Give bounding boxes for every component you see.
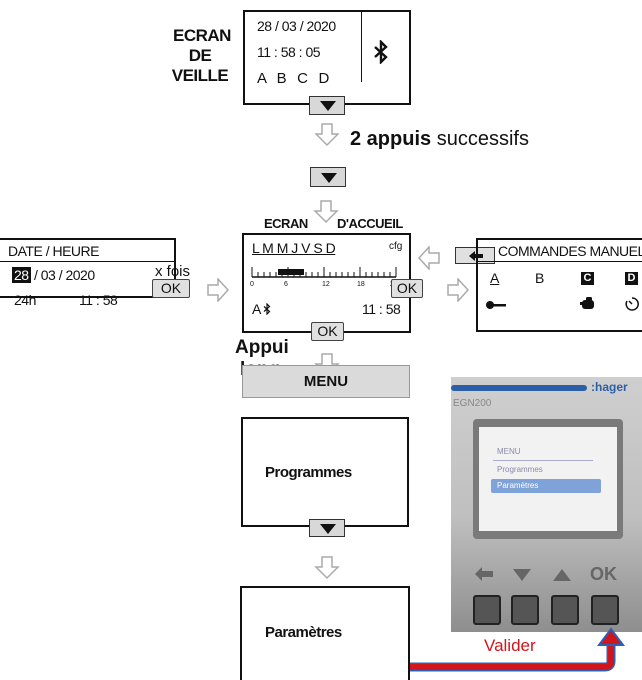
- date-time-screen: DATE / HEURE 28 / 03 / 2020 24h 11 : 58: [0, 238, 176, 308]
- timer-icon: [625, 297, 639, 311]
- device-brand-stripe: [451, 385, 587, 391]
- device-model: EGN200: [453, 398, 492, 409]
- device-key-down-icon: [513, 569, 531, 581]
- device-key-down[interactable]: [511, 595, 539, 625]
- step1-text: 2 appuis successifs: [350, 128, 529, 151]
- manual-c[interactable]: C: [581, 272, 594, 285]
- bluetooth-icon: [264, 302, 271, 316]
- home-tick-0: 0: [250, 281, 254, 288]
- step1-rest: successifs: [431, 128, 529, 150]
- device-key-back[interactable]: [473, 595, 501, 625]
- home-screen: L M M J V S D cfg 0 6 12 18 24 A 11 : 58: [242, 233, 411, 333]
- device-screen-frame: MENU Programmes Paramètres: [473, 419, 623, 539]
- device-menu-parametres-highlight: Paramètres: [491, 479, 601, 493]
- home-channel-letter: A: [252, 301, 261, 317]
- hand-icon: [580, 297, 594, 309]
- home-ok-bottom-button[interactable]: OK: [311, 322, 344, 341]
- parametres-screen: Paramètres: [240, 586, 410, 680]
- date-time-title: DATE / HEURE: [8, 243, 99, 259]
- home-time: 11 : 58: [362, 301, 401, 317]
- standby-screen: 28 / 03 / 2020 11 : 58 : 05 A B C D: [243, 10, 411, 105]
- menu-bar[interactable]: MENU: [242, 365, 410, 398]
- back-button[interactable]: [455, 247, 495, 264]
- manual-title: COMMANDES MANUEL: [498, 243, 642, 259]
- device-key-ok[interactable]: [591, 595, 619, 625]
- device-key-back-icon: [475, 567, 493, 581]
- flow-arrow-down-4: [314, 556, 340, 580]
- date-time-mode: 24h: [14, 292, 36, 308]
- standby-label: ECRAN DE VEILLE: [164, 26, 240, 86]
- device-key-ok-label: OK: [590, 564, 617, 584]
- device-key-up-icon: [553, 569, 571, 581]
- down-arrow-icon: [320, 524, 336, 534]
- flow-arrow-down-1: [315, 123, 339, 147]
- home-cfg: cfg: [389, 241, 403, 252]
- date-time-rest-date: / 03 / 2020: [33, 267, 95, 283]
- device-menu-programmes: Programmes: [497, 465, 543, 474]
- step1-bold: 2 appuis: [350, 128, 432, 150]
- programmes-label: Programmes: [265, 464, 352, 481]
- down-button-programmes[interactable]: [309, 519, 345, 537]
- long-press-line1: Appui: [235, 337, 289, 358]
- date-time-time: 11 : 58: [79, 292, 118, 308]
- home-days-text: L M M J V S D: [252, 240, 336, 256]
- home-ok-button[interactable]: OK: [391, 279, 423, 298]
- standby-time: 11 : 58 : 05: [257, 44, 321, 60]
- date-time-title-underline: [0, 261, 174, 262]
- manual-d[interactable]: D: [625, 272, 638, 285]
- date-time-times-label: x fois: [155, 263, 191, 280]
- manual-screen: COMMANDES MANUEL A B C D: [476, 238, 642, 332]
- home-tick-12: 12: [322, 281, 330, 288]
- device-menu-underline: [493, 460, 593, 461]
- standby-label-line1: ECRAN: [173, 26, 231, 45]
- manual-b[interactable]: B: [535, 270, 545, 286]
- date-time-date: 28 / 03 / 2020: [12, 267, 95, 283]
- key-icon: [486, 301, 506, 309]
- bluetooth-icon: [374, 40, 388, 64]
- arrow-left-from-manual: [418, 246, 440, 270]
- device-brand: :hager: [591, 380, 628, 394]
- home-days: L M M J V S D: [252, 240, 336, 256]
- standby-divider: [361, 12, 362, 82]
- device-screen: MENU Programmes Paramètres: [479, 427, 617, 531]
- down-button-standby[interactable]: [309, 96, 345, 115]
- standby-channels: A B C D: [257, 70, 329, 87]
- parametres-label: Paramètres: [265, 624, 342, 641]
- home-label-right: D'ACCUEIL: [337, 216, 403, 231]
- standby-label-line2: DE VEILLE: [171, 46, 229, 85]
- manual-a[interactable]: A: [490, 270, 500, 286]
- home-tick-6: 6: [284, 281, 288, 288]
- down-arrow-icon: [321, 173, 337, 183]
- home-timeline: [251, 267, 397, 278]
- device-photo: :hager EGN200 MENU Programmes Paramètres…: [451, 377, 642, 632]
- arrow-right-to-date: [207, 278, 229, 302]
- valider-arrow: [410, 627, 625, 672]
- date-time-ok-button[interactable]: OK: [152, 279, 190, 298]
- home-channel: A: [252, 301, 271, 317]
- device-key-up[interactable]: [551, 595, 579, 625]
- device-menu-parametres: Paramètres: [497, 481, 539, 490]
- down-button-step[interactable]: [310, 167, 346, 187]
- programmes-screen: Programmes: [241, 417, 409, 527]
- down-arrow-icon: [320, 101, 336, 111]
- date-time-day: 28: [12, 267, 31, 283]
- flow-arrow-down-2: [313, 200, 339, 224]
- arrow-right-to-manual: [447, 278, 469, 302]
- home-label-left: ECRAN: [264, 216, 308, 231]
- device-menu-title: MENU: [497, 447, 521, 456]
- manual-title-underline: [478, 261, 642, 262]
- valider-label: Valider: [484, 636, 536, 655]
- standby-date: 28 / 03 / 2020: [257, 18, 336, 34]
- home-tick-18: 18: [357, 281, 365, 288]
- menu-label: MENU: [303, 373, 349, 390]
